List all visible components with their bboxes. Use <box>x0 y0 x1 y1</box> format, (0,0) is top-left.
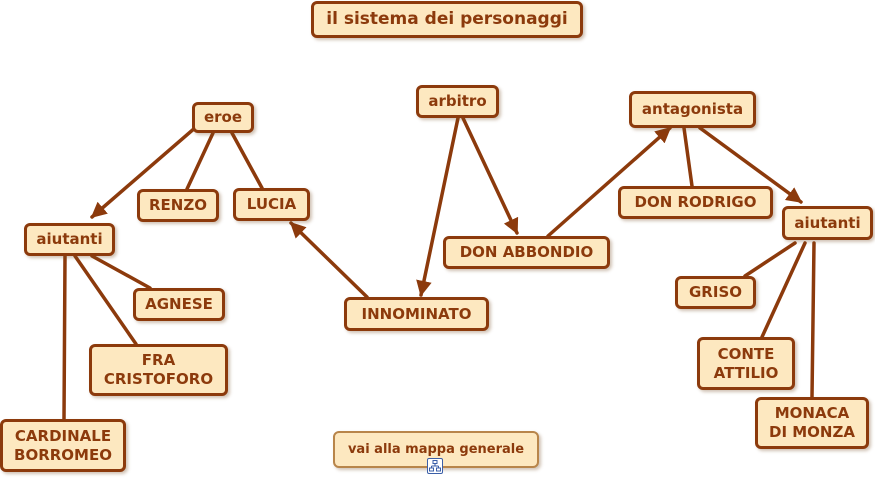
node-don-rodrigo: DON RODRIGO <box>618 186 773 219</box>
node-innominato: INNOMINATO <box>344 297 489 331</box>
node-conte-attilio: CONTE ATTILIO <box>697 337 795 390</box>
node-eroe: eroe <box>192 102 254 133</box>
node-arbitro: arbitro <box>416 85 499 118</box>
connector-arbitro-innominato <box>416 116 460 297</box>
node-antagonista: antagonista <box>629 91 756 128</box>
connector-aiutanti-conte-attilio <box>760 241 807 339</box>
connector-eroe-aiutanti <box>90 125 198 219</box>
connector-eroe-renzo <box>185 131 215 191</box>
node-cardinale-borromeo: CARDINALE BORROMEO <box>0 419 126 472</box>
node-griso: GRISO <box>675 276 756 309</box>
concept-map-icon[interactable] <box>427 458 443 474</box>
node-monaca-di-monza: MONACA DI MONZA <box>755 397 869 449</box>
connector-aiutanti-cardinale <box>62 254 67 421</box>
node-aiutanti-right: aiutanti <box>782 206 873 240</box>
node-lucia: LUCIA <box>233 188 310 221</box>
connector-aiutanti-monaca <box>810 241 816 399</box>
connector-antagonista-don-rodrigo <box>682 126 694 188</box>
connector-don-abbondio-antagonista <box>546 126 672 238</box>
page-title: il sistema dei personaggi <box>311 1 583 38</box>
connector-innominato-lucia <box>289 221 369 299</box>
connector-antagonista-aiutanti <box>698 126 803 204</box>
general-map-link[interactable]: vai alla mappa generale <box>333 431 539 468</box>
node-don-abbondio: DON ABBONDIO <box>443 236 610 269</box>
node-agnese: AGNESE <box>133 288 225 321</box>
node-renzo: RENZO <box>137 189 219 222</box>
connector-aiutanti-fra-cristoforo <box>73 254 138 346</box>
node-fra-cristoforo: FRA CRISTOFORO <box>89 344 228 396</box>
node-aiutanti-left: aiutanti <box>24 223 115 256</box>
connector-eroe-lucia <box>230 131 264 190</box>
connector-aiutanti-griso <box>743 241 797 278</box>
connector-aiutanti-agnese <box>90 254 152 290</box>
connector-arbitro-don-abbondio <box>461 116 519 235</box>
